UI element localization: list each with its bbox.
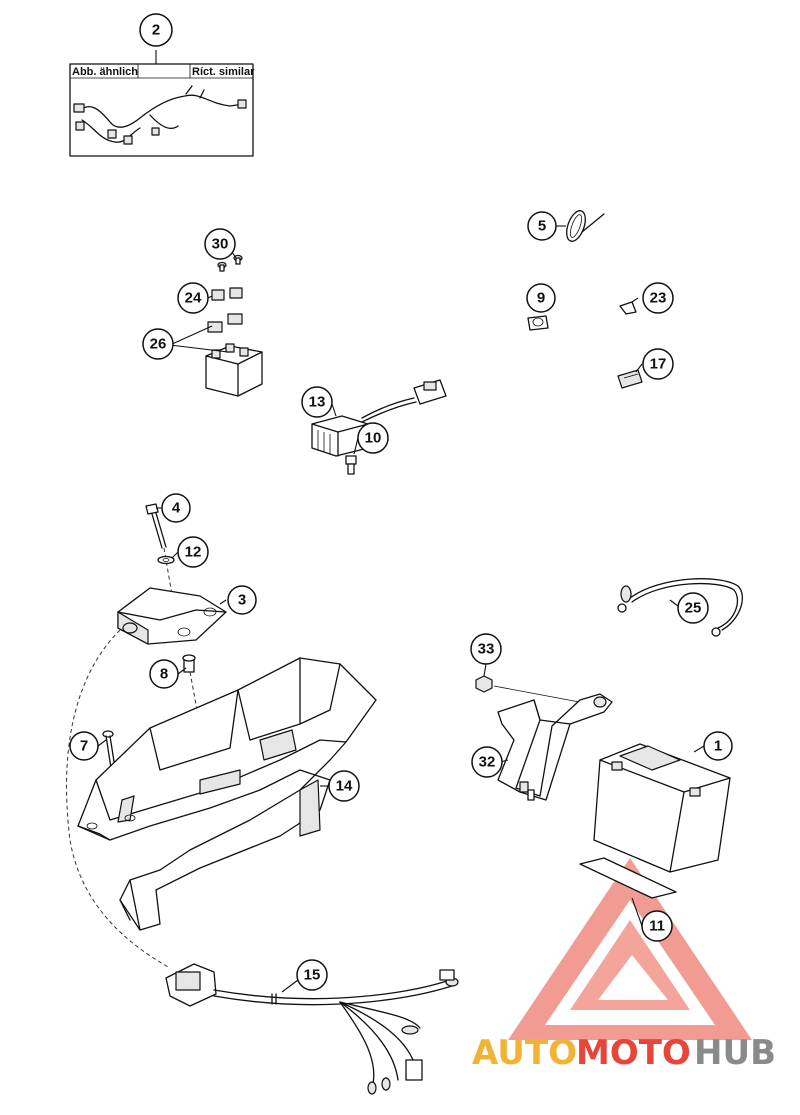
callout-label: 23 bbox=[650, 290, 667, 307]
watermark-hub: HUB bbox=[694, 1033, 776, 1073]
watermark-moto: MOTO bbox=[576, 1033, 691, 1073]
callout-label: 2 bbox=[152, 22, 160, 39]
callout-17: 17 bbox=[642, 348, 674, 380]
clip-part-9 bbox=[527, 315, 549, 331]
callout-label: 3 bbox=[238, 592, 246, 609]
battery-part-1 bbox=[593, 743, 731, 873]
callout-label: 12 bbox=[185, 544, 202, 561]
battery-bracket-part-32 bbox=[497, 693, 613, 801]
callout-label: 8 bbox=[160, 666, 168, 683]
callout-14: 14 bbox=[328, 770, 360, 802]
callout-label: 32 bbox=[479, 754, 496, 771]
connector-part-17 bbox=[617, 369, 643, 389]
callout-3: 3 bbox=[227, 585, 257, 615]
callout-label: 9 bbox=[537, 290, 545, 307]
callout-label: 26 bbox=[150, 336, 167, 353]
callout-15: 15 bbox=[296, 959, 328, 991]
callout-11: 11 bbox=[641, 910, 673, 942]
callout-13: 13 bbox=[301, 386, 333, 418]
callout-label: 30 bbox=[212, 236, 229, 253]
battery-pad-part-11 bbox=[579, 857, 677, 899]
callout-label: 15 bbox=[304, 967, 321, 984]
callout-label: 11 bbox=[649, 918, 665, 935]
electronics-tray-part-14 bbox=[66, 629, 377, 969]
callout-25: 25 bbox=[677, 592, 709, 624]
watermark-auto: AUTO bbox=[472, 1033, 577, 1073]
callout-24: 24 bbox=[177, 282, 209, 314]
callout-label: 24 bbox=[185, 290, 202, 307]
voltage-regulator-part-13 bbox=[311, 379, 447, 457]
callout-label: 33 bbox=[478, 641, 495, 658]
callout-23: 23 bbox=[642, 282, 674, 314]
screw-part-10 bbox=[345, 455, 357, 475]
leader-lines bbox=[97, 225, 705, 993]
callout-label: 17 bbox=[650, 356, 667, 373]
screw-part-30 bbox=[217, 254, 243, 272]
callout-10: 10 bbox=[357, 422, 389, 454]
callout-12: 12 bbox=[177, 536, 209, 568]
callout-9: 9 bbox=[526, 283, 556, 313]
callout-33: 33 bbox=[470, 633, 502, 665]
callout-2: 2 bbox=[139, 13, 173, 47]
clip-part-23 bbox=[619, 301, 637, 315]
ecu-part-3 bbox=[117, 587, 227, 645]
callout-label: 14 bbox=[336, 778, 353, 795]
callout-label: 5 bbox=[538, 218, 546, 235]
callout-label: 10 bbox=[365, 430, 382, 447]
callout-label: 4 bbox=[172, 500, 181, 517]
callout-4: 4 bbox=[161, 493, 191, 523]
bolt-part-4 bbox=[145, 503, 179, 631]
starter-relay-part-26 bbox=[169, 313, 263, 397]
callout-7: 7 bbox=[69, 731, 99, 761]
callout-30: 30 bbox=[204, 228, 236, 260]
callout-label: 25 bbox=[685, 600, 702, 617]
callout-8: 8 bbox=[149, 659, 179, 689]
washer-part-12 bbox=[157, 555, 175, 565]
callout-1: 1 bbox=[703, 731, 733, 761]
wiring-harness-inset: Abb. ähnlich Ríct. similar bbox=[69, 50, 255, 157]
inset-right-label: Ríct. similar bbox=[192, 66, 255, 78]
callout-label: 1 bbox=[714, 738, 722, 755]
inset-left-label: Abb. ähnlich bbox=[72, 66, 138, 78]
callout-5: 5 bbox=[527, 211, 557, 241]
callout-label: 7 bbox=[80, 738, 88, 755]
watermark-text: AUTO MOTO HUB bbox=[472, 1033, 776, 1073]
fuse-part-24 bbox=[211, 287, 243, 301]
watermark-logo bbox=[508, 858, 752, 1040]
callout-26: 26 bbox=[142, 328, 174, 360]
battery-cable-part-25 bbox=[617, 578, 743, 637]
wiring-harness-part-15 bbox=[165, 963, 459, 1095]
nut-part-33 bbox=[475, 675, 591, 705]
cable-tie-part-5 bbox=[566, 210, 605, 242]
callout-32: 32 bbox=[471, 746, 503, 778]
callout-label: 13 bbox=[309, 394, 326, 411]
